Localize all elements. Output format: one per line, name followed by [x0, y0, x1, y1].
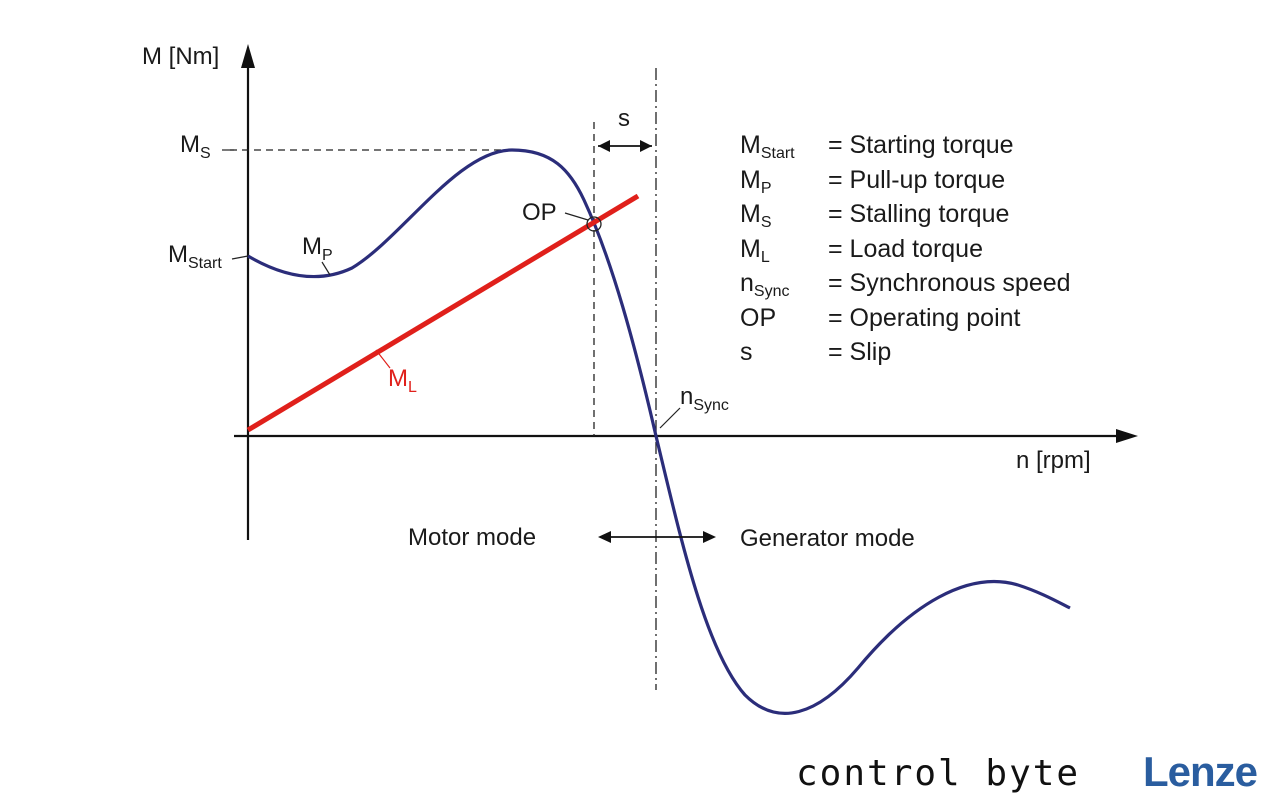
lenze-logo: Lenze [1143, 748, 1258, 795]
operating-point-marker [586, 216, 602, 232]
y-axis-label: M [Nm] [142, 43, 219, 70]
slip-label: s [618, 105, 630, 132]
motor-mode-label: Motor mode [408, 524, 536, 551]
legend-row-mp: MP = Pull-up torque [740, 163, 1071, 198]
legend: MStart = Starting torque MP = Pull-up to… [740, 128, 1071, 370]
legend-symbol: OP [740, 303, 777, 332]
slip-arrow-right-head [640, 140, 652, 152]
legend-description: = Load torque [828, 234, 983, 263]
control-byte-logo: control byte [796, 753, 1081, 794]
mp-leader [321, 261, 331, 276]
legend-symbol: ML [740, 234, 770, 266]
legend-symbol: nSync [740, 269, 790, 300]
mode-arrow-left-head [598, 531, 611, 543]
ml-leader [375, 349, 391, 369]
legend-description: = Stalling torque [828, 200, 1010, 228]
torque-speed-curve [247, 148, 1071, 715]
op-label: OP [522, 199, 557, 226]
legend-description: = Synchronous speed [828, 269, 1071, 297]
legend-row-ms: MS = Stalling torque [740, 197, 1071, 232]
generator-mode-label: Generator mode [740, 525, 915, 552]
x-axis-label: n [rpm] [1016, 447, 1091, 474]
legend-symbol: MS [740, 200, 772, 231]
legend-symbol: MStart [740, 131, 795, 162]
ms-label: MS [180, 131, 211, 162]
legend-row-ml: ML = Load torque [740, 232, 1071, 267]
ml-label: ML [388, 365, 417, 396]
x-axis-arrow [1116, 429, 1138, 443]
mstart-leader [231, 255, 249, 260]
op-leader [564, 212, 589, 221]
mode-arrow-right-head [703, 531, 716, 543]
y-axis-arrow [241, 44, 255, 68]
legend-description: = Pull-up torque [828, 165, 1006, 194]
load-torque-line [246, 193, 640, 433]
nsync-label: nSync [680, 383, 729, 414]
legend-symbol: MP [740, 165, 772, 197]
legend-description: = Slip [828, 338, 892, 366]
legend-description: = Starting torque [828, 131, 1014, 159]
mp-label: MP [302, 233, 333, 264]
legend-row-mstart: MStart = Starting torque [740, 128, 1071, 163]
mstart-label: MStart [168, 241, 222, 272]
legend-row-nsync: nSync = Synchronous speed [740, 266, 1071, 301]
slip-arrow-left-head [598, 140, 610, 152]
legend-description: = Operating point [828, 303, 1021, 332]
legend-symbol: s [740, 338, 753, 366]
nsync-leader [659, 407, 681, 429]
legend-row-slip: s = Slip [740, 335, 1071, 370]
legend-row-op: OP = Operating point [740, 301, 1071, 336]
